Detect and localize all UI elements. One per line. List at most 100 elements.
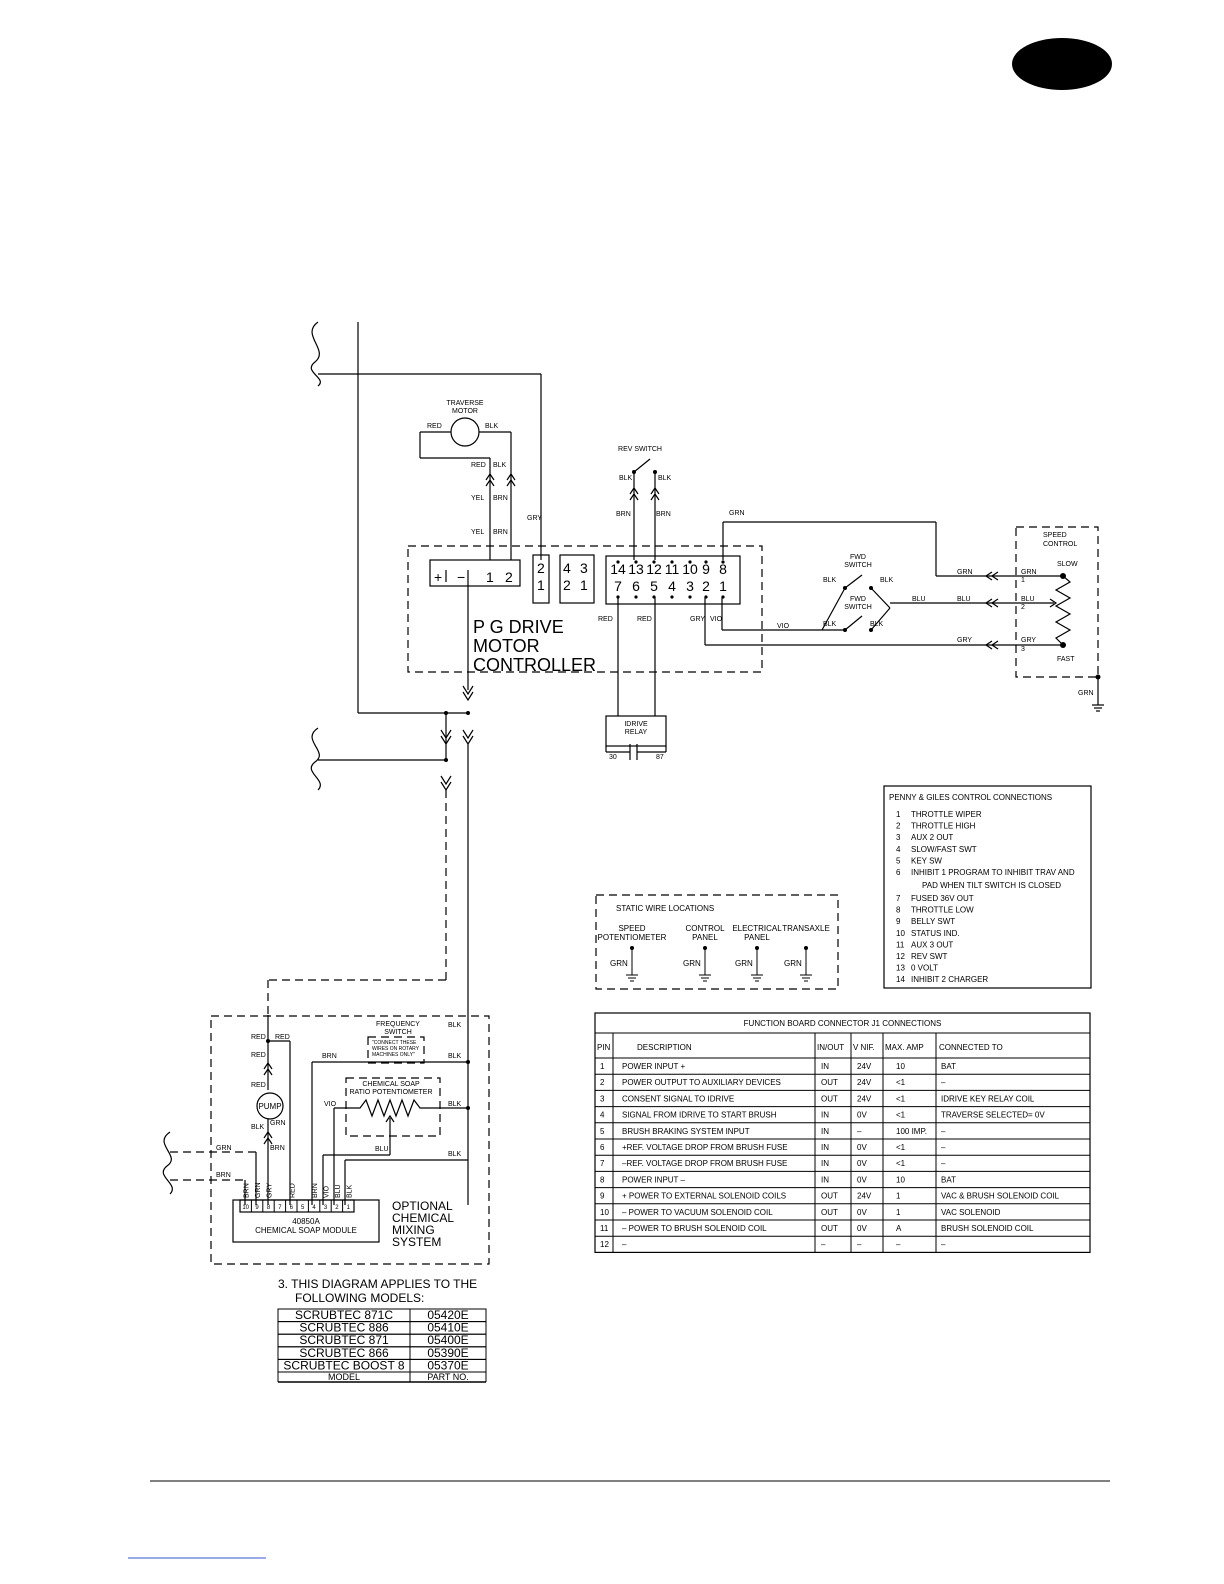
svg-text:GRY: GRY — [690, 616, 705, 623]
fb-header: CONNECTED TO — [939, 1043, 1003, 1052]
connector-pin-top: 9 — [702, 561, 710, 577]
fb-cell: IN — [821, 1143, 829, 1152]
fb-cell: – POWER TO VACUUM SOLENOID COIL — [622, 1208, 773, 1217]
svg-text:BLK: BLK — [493, 462, 507, 469]
svg-text:BRN: BRN — [493, 495, 508, 502]
svg-text:VIO: VIO — [777, 623, 790, 630]
svg-text:40850A: 40850A — [292, 1217, 320, 1226]
connector-pin-bottom: 4 — [668, 578, 676, 594]
svg-text:CONTROL: CONTROL — [1043, 541, 1077, 548]
model-name: SCRUBTEC 871C — [295, 1308, 393, 1322]
svg-text:BLU: BLU — [957, 596, 971, 603]
pg-item-text: INHIBIT 1 PROGRAM TO INHIBIT TRAV AND — [911, 868, 1075, 877]
module-pin-wire-label: GRN — [255, 1182, 262, 1198]
pg-drive-controller — [407, 545, 763, 673]
svg-text:GRY: GRY — [527, 515, 542, 522]
fb-header: IN/OUT — [817, 1043, 844, 1052]
fb-cell: – — [622, 1240, 627, 1249]
svg-text:CHEMICAL SOAP: CHEMICAL SOAP — [362, 1081, 420, 1088]
fb-cell: <1 — [896, 1111, 906, 1120]
pin-dot — [652, 560, 656, 564]
model-name: SCRUBTEC 886 — [299, 1321, 389, 1335]
break-mark-middle — [310, 727, 321, 791]
pg-item-number: 6 — [896, 868, 901, 877]
fb-cell: TRAVERSE SELECTED= 0V — [941, 1111, 1045, 1120]
pg-item-text: AUX 2 OUT — [911, 833, 953, 842]
svg-text:RELAY: RELAY — [625, 729, 648, 736]
page-tab-marker — [1012, 38, 1112, 90]
svg-text:GRN: GRN — [270, 1120, 286, 1127]
svg-text:BLU: BLU — [912, 596, 926, 603]
fb-cell: 0V — [857, 1208, 867, 1217]
fb-header: DESCRIPTION — [637, 1043, 692, 1052]
pg-item-text: THROTTLE WIPER — [911, 810, 982, 819]
models-footer-model: MODEL — [328, 1372, 360, 1382]
svg-text:CHEMICAL: CHEMICAL — [392, 1211, 454, 1225]
fb-cell: 4 — [600, 1111, 605, 1120]
static-wire-dot — [703, 946, 707, 950]
svg-text:MIXING: MIXING — [392, 1223, 435, 1237]
pin-dot — [634, 595, 638, 599]
pg-item-text: KEY SW — [911, 856, 942, 865]
fb-cell: IN — [821, 1062, 829, 1071]
svg-text:1: 1 — [486, 569, 494, 585]
svg-text:FAST: FAST — [1057, 656, 1075, 663]
connector-pin-top: 8 — [719, 561, 727, 577]
svg-text:1: 1 — [1021, 577, 1025, 584]
fb-cell: 0V — [857, 1111, 867, 1120]
pg-item-number: 10 — [896, 929, 905, 938]
fb-cell: A — [896, 1224, 902, 1233]
pg-item-number: 13 — [896, 964, 905, 973]
static-wire-box — [595, 894, 839, 990]
controller-title-2: MOTOR — [473, 636, 540, 656]
static-loc-label: ELECTRICAL — [732, 924, 782, 933]
connector-pin-top: 10 — [682, 561, 698, 577]
fb-cell: – — [896, 1240, 901, 1249]
pg-item-text: THROTTLE HIGH — [911, 822, 976, 831]
fb-cell: 0V — [857, 1159, 867, 1168]
svg-text:BLU: BLU — [1021, 596, 1035, 603]
svg-text:RED: RED — [427, 423, 442, 430]
svg-text:SWITCH: SWITCH — [384, 1029, 412, 1036]
fb-cell: IN — [821, 1175, 829, 1184]
fb-cell: 24V — [857, 1192, 872, 1201]
connector-pin-bottom: 6 — [632, 578, 640, 594]
svg-text:"CONNECT THESE: "CONNECT THESE — [372, 1040, 417, 1046]
module-pin: 7 — [278, 1205, 282, 1211]
model-name: SCRUBTEC 871 — [299, 1333, 389, 1347]
connector-b — [559, 554, 595, 604]
pg-item-text: FUSED 36V OUT — [911, 894, 974, 903]
traverse-motor — [450, 417, 480, 447]
static-wire-title: STATIC WIRE LOCATIONS — [616, 904, 714, 913]
module-pin-wire-label: BRN — [244, 1183, 251, 1198]
fb-cell: VAC & BRUSH SOLENOID COIL — [941, 1192, 1060, 1201]
fb-cell: – — [941, 1240, 946, 1249]
static-wire-dot — [804, 946, 808, 950]
module-pin: 1 — [347, 1205, 351, 1211]
pg-item-number: 14 — [896, 975, 905, 984]
fb-cell: VAC SOLENOID — [941, 1208, 1001, 1217]
model-name: SCRUBTEC 866 — [299, 1346, 389, 1360]
fb-cell: 0V — [857, 1224, 867, 1233]
fb-cell: OUT — [821, 1208, 838, 1217]
fwd-switch-2 — [844, 615, 863, 631]
pg-item-number: 5 — [896, 856, 901, 865]
fb-cell: 8 — [600, 1175, 605, 1184]
pin-dot — [688, 595, 692, 599]
fb-cell: OUT — [821, 1078, 838, 1087]
svg-text:1: 1 — [537, 577, 545, 593]
pg-item-text: AUX 3 OUT — [911, 940, 953, 949]
module-pin-wire-label: VIO — [324, 1185, 331, 1198]
svg-text:BLK: BLK — [870, 621, 884, 628]
fb-cell: 10 — [600, 1208, 609, 1217]
fb-cell: 1 — [896, 1192, 901, 1201]
fb-cell: 100 IMP. — [896, 1127, 927, 1136]
pump — [256, 1092, 284, 1120]
fb-cell: <1 — [896, 1078, 906, 1087]
svg-text:YEL: YEL — [471, 495, 484, 502]
fb-cell: OUT — [821, 1094, 838, 1103]
